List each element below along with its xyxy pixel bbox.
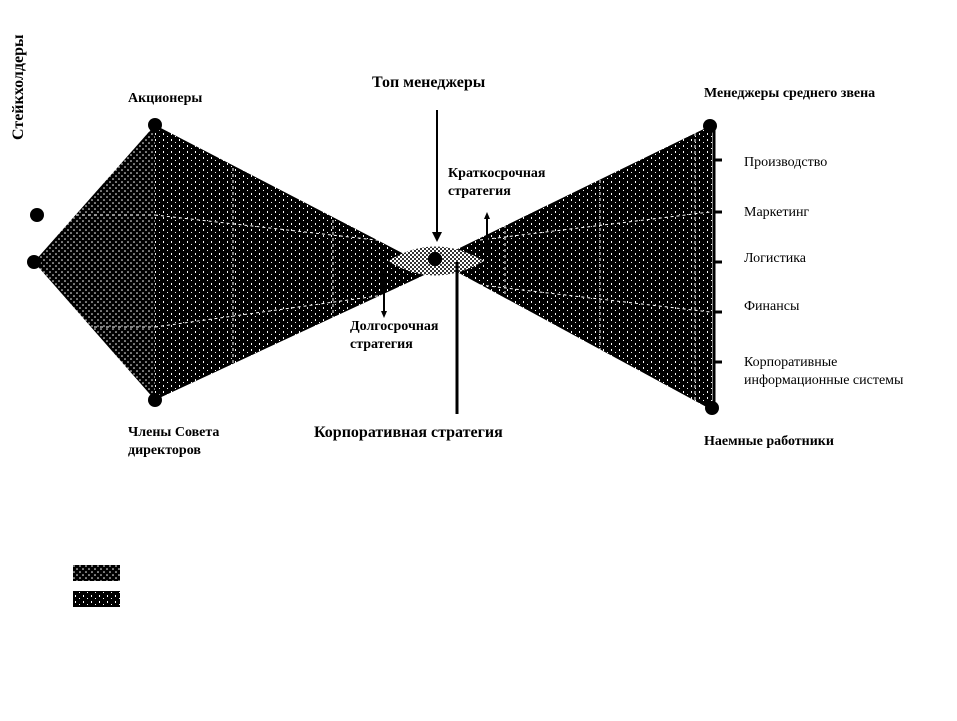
node-shareholders [148, 118, 162, 132]
left-dividers [70, 162, 421, 364]
short-term-label-line1: Краткосрочная [448, 166, 546, 181]
left-diamond [34, 125, 155, 400]
function-corporate-line2: информационные системы [744, 373, 904, 388]
node-stakeholder [30, 208, 44, 222]
short-term-arrowhead [484, 212, 490, 219]
board-label-line1: Члены Совета [128, 425, 220, 440]
stakeholders-title-text: Стейкхолдеры [10, 34, 27, 140]
legend-swatch-columns [73, 591, 120, 607]
long-term-label-line2: стратегия [350, 337, 413, 352]
node-board [148, 393, 162, 407]
corporate-strategy-label: Корпоративная стратегия [314, 424, 503, 441]
node-employees [705, 401, 719, 415]
function-corporate-line1: Корпоративные [744, 355, 838, 370]
eye-pupil [428, 252, 442, 266]
long-term-label-line1: Долгосрочная [350, 319, 439, 334]
node-left [27, 255, 41, 269]
shareholders-label: Акционеры [128, 91, 203, 106]
employees-label: Наемные работники [704, 434, 834, 449]
function-production: Производство [744, 155, 828, 170]
function-logistics: Логистика [744, 251, 807, 266]
right-triangle [435, 125, 712, 410]
middle-managers-label: Менеджеры среднего звена [704, 86, 876, 101]
function-finance: Финансы [744, 299, 800, 314]
legend-swatch-dense [73, 565, 120, 581]
short-term-label-line2: стратегия [448, 184, 511, 199]
board-label-line2: директоров [128, 443, 201, 458]
left-triangle [155, 125, 435, 400]
top-managers-label: Топ менеджеры [372, 74, 486, 91]
node-middle-managers [703, 119, 717, 133]
right-dividers [479, 133, 711, 400]
top-managers-arrowhead [432, 232, 442, 242]
function-marketing: Маркетинг [744, 205, 810, 220]
long-term-arrowhead [381, 311, 387, 318]
function-axis [712, 128, 722, 408]
stakeholders-title: Стейкхолдеры [10, 10, 32, 140]
